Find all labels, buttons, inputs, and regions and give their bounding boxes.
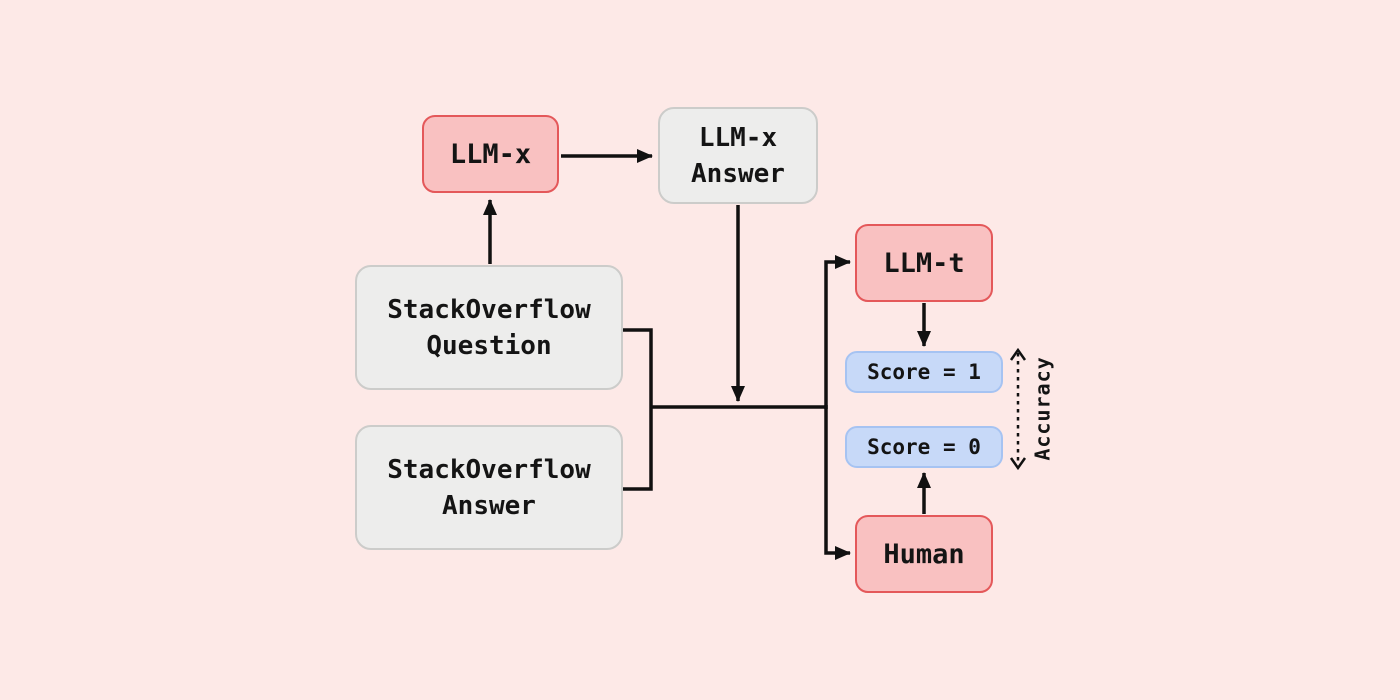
node-llm-t: LLM-t (855, 224, 993, 302)
accuracy-axis-label: Accuracy (1030, 356, 1055, 461)
node-stackoverflow-question: StackOverflow Question (355, 265, 623, 390)
node-score-1: Score = 1 (845, 351, 1003, 393)
node-stackoverflow-answer-label: StackOverflow Answer (387, 454, 591, 521)
arrow-branch-to-human (824, 405, 851, 560)
edge-stackoverflow-bracket (623, 328, 653, 491)
node-score-0-label: Score = 0 (867, 435, 981, 459)
accuracy-range-arrowhead-top (1009, 347, 1027, 361)
node-human: Human (855, 515, 993, 593)
node-llm-t-label: LLM-t (883, 247, 965, 279)
node-score-1-label: Score = 1 (867, 360, 981, 384)
accuracy-range-arrowhead-bottom (1009, 457, 1027, 471)
node-llm-x-answer: LLM-x Answer (658, 107, 818, 204)
node-llm-x-answer-label: LLM-x Answer (691, 122, 785, 189)
arrow-branch-to-llmt (824, 255, 851, 409)
node-human-label: Human (883, 538, 965, 570)
node-stackoverflow-question-label: StackOverflow Question (387, 294, 591, 361)
node-score-0: Score = 0 (845, 426, 1003, 468)
node-stackoverflow-answer: StackOverflow Answer (355, 425, 623, 550)
node-llm-x-label: LLM-x (449, 138, 532, 170)
node-llm-x: LLM-x (422, 115, 559, 193)
